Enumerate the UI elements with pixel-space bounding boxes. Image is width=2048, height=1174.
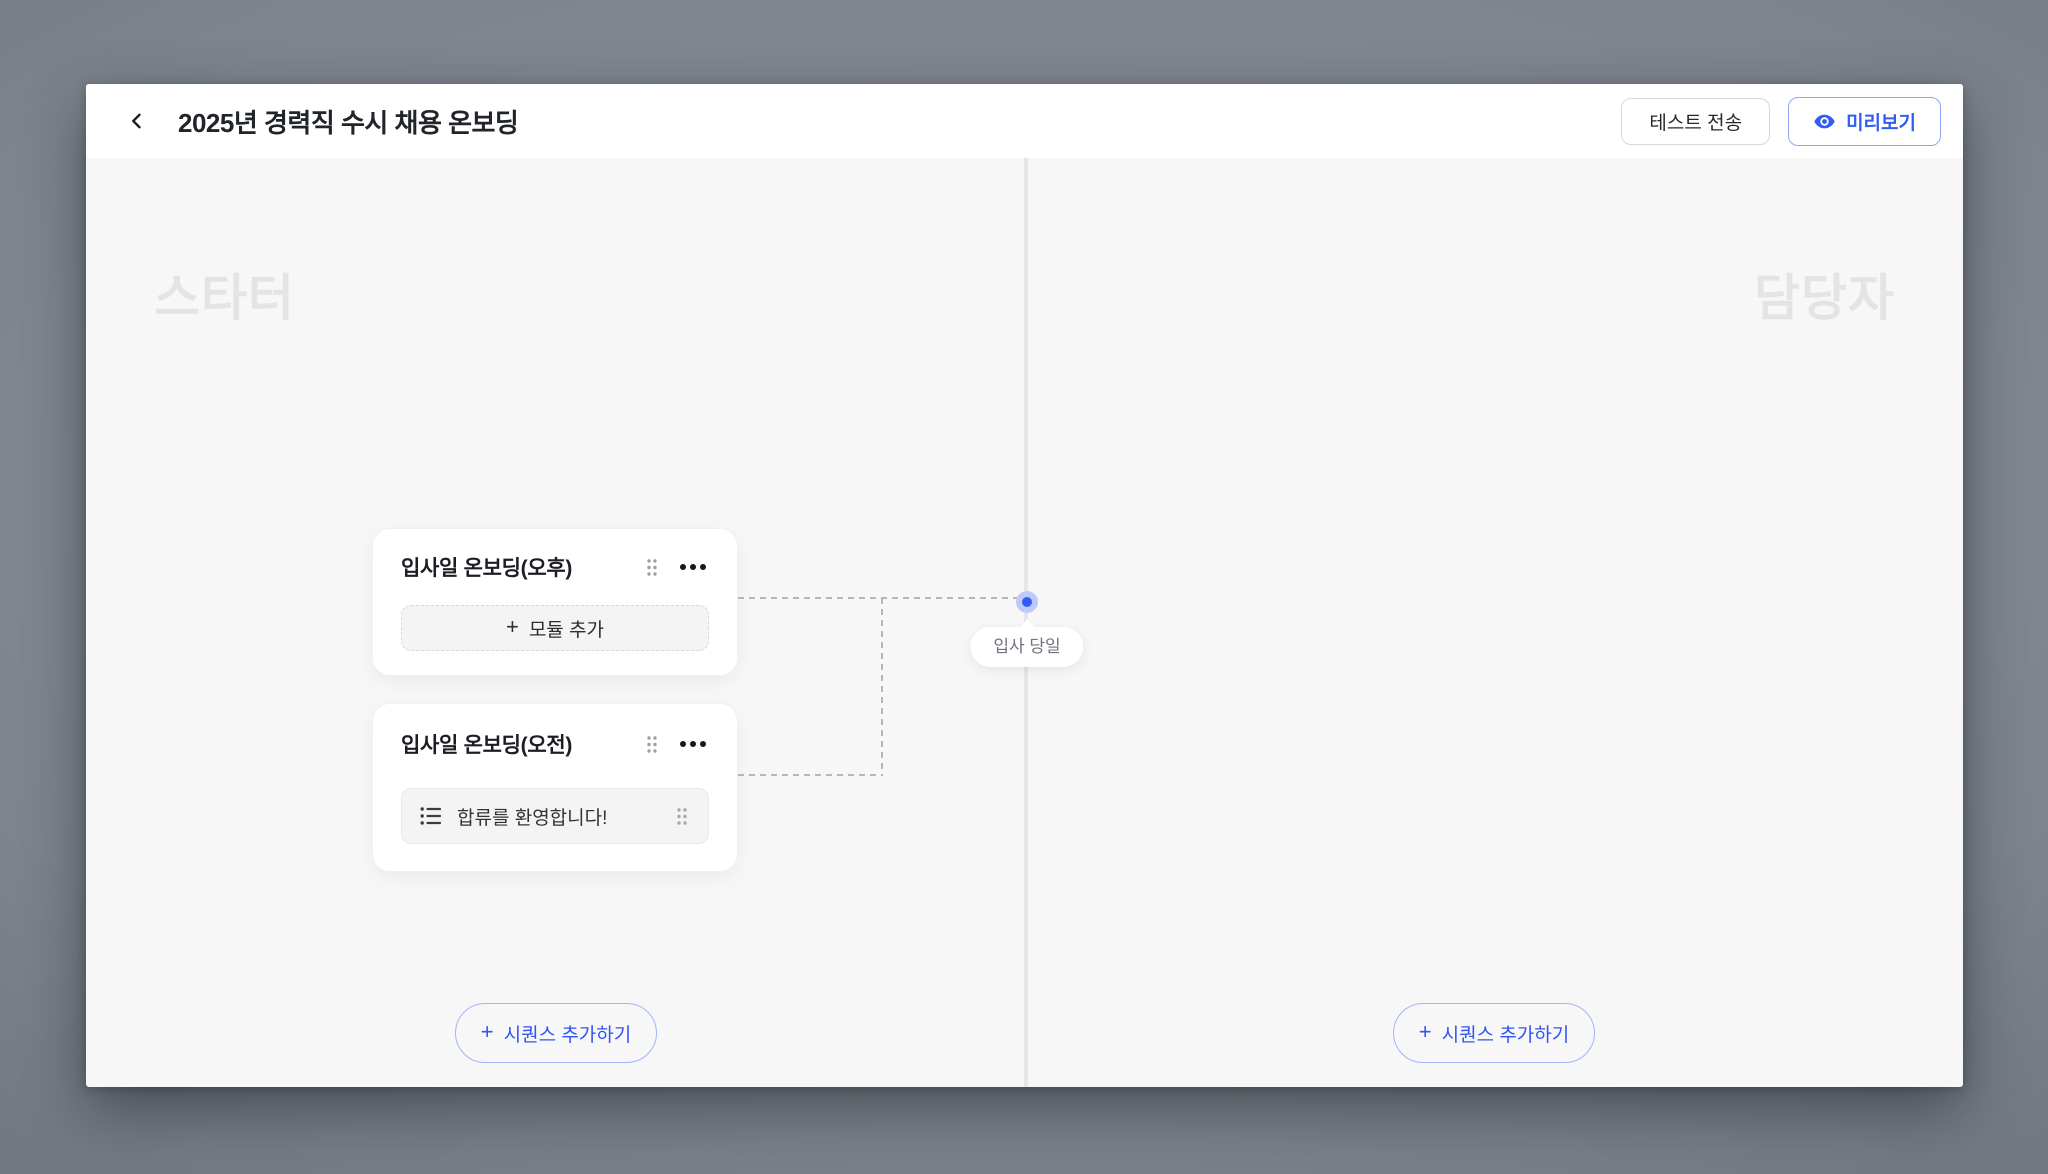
manager-zone-watermark: 담당자 bbox=[1754, 270, 1895, 326]
sequence-card-header: 입사일 온보딩(오후) bbox=[401, 552, 709, 582]
preview-button-label: 미리보기 bbox=[1846, 112, 1916, 134]
timeline-node-core bbox=[1022, 597, 1032, 607]
sequence-menu-button[interactable] bbox=[677, 561, 709, 573]
add-module-label: 모듈 추가 bbox=[528, 619, 605, 641]
sequence-card-header: 입사일 온보딩(오전) bbox=[401, 729, 709, 759]
onboarding-builder-window: 2025년 경력직 수시 채용 온보딩 테스트 전송 미리보기 스타터 담당자 bbox=[86, 84, 1963, 1087]
page-title: 2025년 경력직 수시 채용 온보딩 bbox=[178, 107, 519, 138]
bullet-list-icon bbox=[419, 804, 443, 828]
timeline-node-dot[interactable] bbox=[1016, 591, 1038, 613]
sequence-title: 입사일 온보딩(오후) bbox=[401, 557, 573, 580]
plus-icon: + bbox=[505, 614, 519, 639]
add-sequence-button-manager[interactable]: + 시퀀스 추가하기 bbox=[1393, 1003, 1595, 1063]
module-title: 합류를 환영합니다! bbox=[457, 807, 608, 829]
connector-vertical-join bbox=[881, 598, 883, 776]
module-item[interactable]: 합류를 환영합니다! bbox=[401, 788, 709, 844]
drag-handle-icon[interactable] bbox=[643, 732, 661, 757]
sequence-card-pm: 입사일 온보딩(오후) bbox=[372, 528, 738, 676]
sequence-card-am: 입사일 온보딩(오전) bbox=[372, 703, 738, 872]
chevron-left-icon bbox=[127, 111, 147, 131]
eye-icon bbox=[1813, 110, 1836, 133]
plus-icon: + bbox=[1418, 1019, 1432, 1044]
header-bar: 2025년 경력직 수시 채용 온보딩 테스트 전송 미리보기 bbox=[86, 84, 1963, 158]
sequence-menu-button[interactable] bbox=[677, 738, 709, 750]
connector-sequence-am bbox=[738, 774, 883, 776]
add-sequence-label: 시퀀스 추가하기 bbox=[503, 1024, 632, 1046]
preview-button[interactable]: 미리보기 bbox=[1788, 96, 1941, 146]
starter-zone-watermark: 스타터 bbox=[154, 270, 295, 326]
back-button[interactable] bbox=[118, 102, 156, 140]
add-module-button[interactable]: + 모듈 추가 bbox=[401, 605, 709, 651]
add-sequence-label: 시퀀스 추가하기 bbox=[1441, 1024, 1570, 1046]
drag-handle-icon[interactable] bbox=[643, 555, 661, 580]
module-drag-handle-icon[interactable] bbox=[673, 804, 691, 829]
header-actions: 테스트 전송 미리보기 bbox=[1621, 96, 1941, 146]
workflow-canvas: 스타터 담당자 입사 당일 입사일 온보딩(오후) bbox=[86, 158, 1963, 1087]
kebab-menu-icon bbox=[679, 740, 707, 748]
add-sequence-button-starter[interactable]: + 시퀀스 추가하기 bbox=[455, 1003, 657, 1063]
timeline-marker-label[interactable]: 입사 당일 bbox=[970, 627, 1084, 667]
plus-icon: + bbox=[480, 1019, 494, 1044]
sequence-title: 입사일 온보딩(오전) bbox=[401, 734, 573, 757]
kebab-menu-icon bbox=[679, 563, 707, 571]
test-send-button[interactable]: 테스트 전송 bbox=[1621, 97, 1771, 145]
